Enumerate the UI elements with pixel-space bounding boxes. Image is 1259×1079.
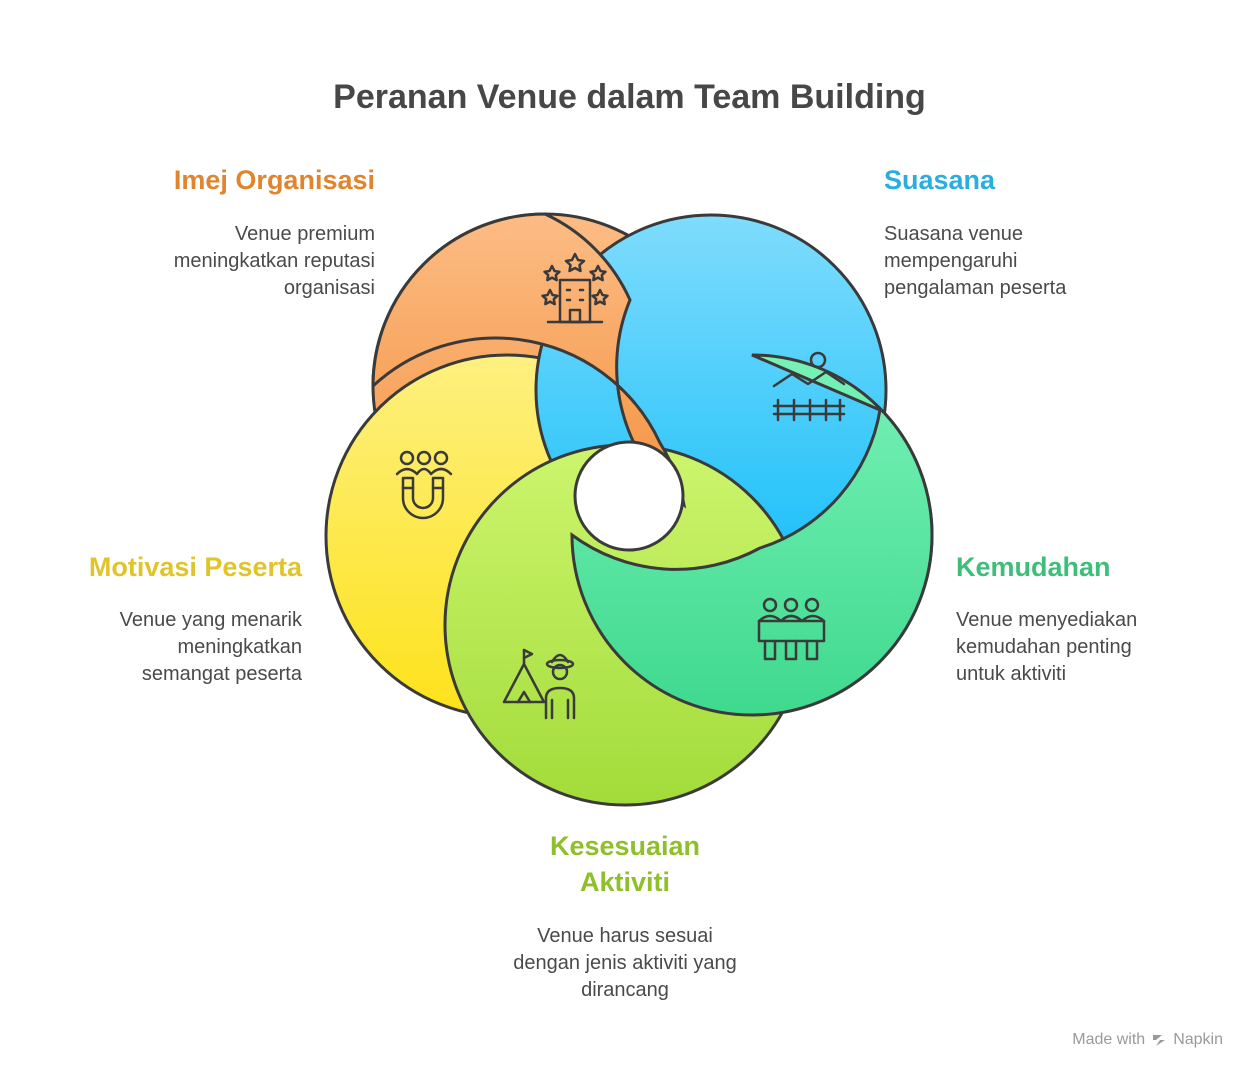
- label-imej-organisasi-title: Imej Organisasi: [173, 165, 375, 195]
- label-kemudahan-desc: Venue menyediakan kemudahan penting untu…: [956, 609, 1138, 685]
- napkin-brand-text: Napkin: [1173, 1031, 1223, 1048]
- people-magnet-icon: [395, 450, 453, 520]
- label-motivasi-peserta-title: Motivasi Peserta: [88, 552, 302, 582]
- label-kesesuaian-aktiviti-title: Kesesuaian Aktiviti: [549, 831, 701, 897]
- hotel-stars-icon: [541, 252, 609, 324]
- made-with-text: Made with: [1072, 1031, 1146, 1048]
- label-kemudahan-title: Kemudahan: [956, 552, 1111, 582]
- footer-made-with: Made with Napkin: [1072, 1031, 1223, 1049]
- label-kesesuaian-aktiviti-desc: Venue harus sesuai dengan jenis aktiviti…: [513, 925, 737, 1001]
- camping-guide-icon: [502, 648, 576, 720]
- diagram-title: Peranan Venue dalam Team Building: [333, 78, 926, 116]
- napkin-logo-icon: [1153, 1035, 1166, 1046]
- petal-imej-organisasi-overlap: [371, 212, 687, 509]
- petal-kemudahan-overlap: [570, 353, 934, 717]
- group-seating-icon: [757, 597, 826, 661]
- label-imej-organisasi-desc: Venue premium meningkatkan reputasi orga…: [173, 223, 375, 299]
- center-hole: [573, 440, 685, 552]
- landscape-fence-icon: [772, 351, 846, 422]
- label-suasana-desc: Suasana venue mempengaruhi pengalaman pe…: [884, 223, 1067, 299]
- label-motivasi-peserta-desc: Venue yang menarik meningkatkan semangat…: [119, 609, 302, 685]
- label-suasana-title: Suasana: [884, 165, 996, 195]
